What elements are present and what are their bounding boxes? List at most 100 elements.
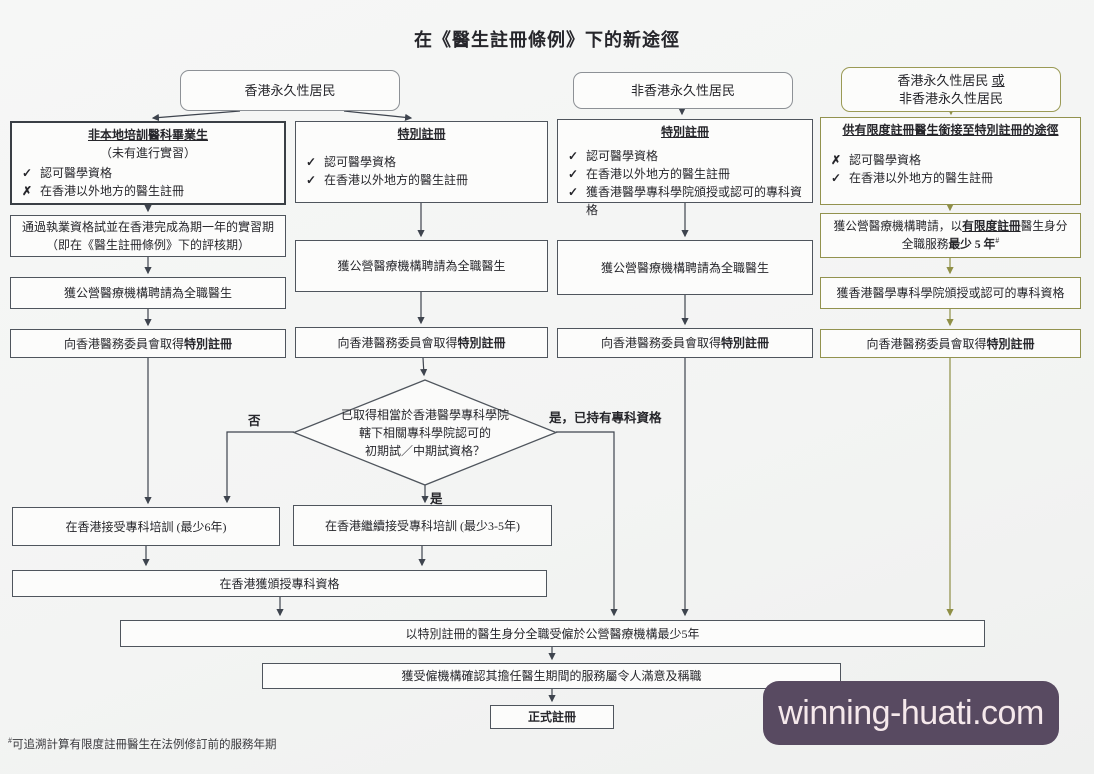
- box-employer-confirmation: 獲受僱機構確認其擔任醫生期間的服務屬令人滿意及稱職: [262, 663, 841, 689]
- mchk-prefix: 向香港醫務委員會取得: [63, 336, 184, 351]
- check-icon: ✓: [568, 185, 579, 199]
- item-text: 認可醫學資格: [324, 155, 397, 169]
- cross-icon: ✗: [831, 153, 842, 167]
- box-title: 特別註冊: [397, 127, 446, 141]
- item-text: 在香港以外地方的醫生註冊: [324, 173, 469, 187]
- item-text: 在香港以外地方的醫生註冊: [586, 167, 731, 181]
- service-line2-pre: 全職服務: [901, 237, 949, 251]
- exam-line2: （即在《醫生註冊條例》下的評核期）: [45, 238, 250, 252]
- box-licensing-exam-internship: 通過執業資格試並在香港完成為期一年的實習期 （即在《醫生註冊條例》下的評核期）: [10, 215, 286, 257]
- check-icon: ✓: [831, 171, 842, 185]
- box-text: 獲公營醫療機構聘請為全職醫生: [337, 259, 506, 273]
- mchk-prefix: 向香港醫務委員會取得: [337, 335, 458, 350]
- box-specialist-training-3-5y: 在香港繼續接受專科培訓 (最少3-5年): [293, 505, 552, 546]
- qualification-list: ✓認可醫學資格 ✗ 在香港以外地方的醫生註冊: [12, 164, 284, 200]
- decision-text: 已取得相當於香港醫學專科學院 轄下相關專科學院認可的 初期試／中期試資格？: [305, 404, 545, 462]
- decision-line3: 初期試／中期試資格？: [364, 444, 485, 458]
- mchk-prefix: 向香港醫務委員會取得: [600, 336, 721, 350]
- mchk-bold: 特別註冊: [721, 336, 770, 350]
- box-text: 獲公營醫療機構聘請，以有限度註冊醫生身分 全職服務最少 5 年#: [834, 218, 1068, 254]
- header-line1-main: 香港永久性居民: [897, 72, 989, 88]
- service-line1-post: 醫生身分: [1020, 219, 1068, 233]
- service-line1-pre: 獲公營醫療機構聘請，以: [833, 219, 963, 233]
- list-item: ✗ 認可醫學資格: [831, 151, 1074, 169]
- box-special-registration-col1: 向香港醫務委員會取得特別註冊: [10, 329, 286, 358]
- header-hk-permanent-resident: 香港永久性居民: [180, 70, 400, 111]
- mchk-bold: 特別註冊: [184, 336, 233, 351]
- list-item: ✓ 獲香港醫學專科學院頒授或認可的專科資格: [568, 183, 806, 219]
- header-label: 非香港永久性居民: [630, 82, 735, 98]
- box-title: 供有限度註冊醫生銜接至特別註冊的途徑: [842, 123, 1059, 137]
- item-text: 認可醫學資格: [849, 153, 922, 167]
- box-text: 向香港醫務委員會取得特別註冊: [866, 335, 1034, 353]
- cross-icon: ✗: [22, 184, 33, 198]
- box-specialist-qualification-hk: 在香港獲頒授專科資格: [12, 570, 547, 597]
- check-icon: ✓: [306, 173, 317, 187]
- box-text: 在香港接受專科培訓 (最少6年): [65, 519, 227, 534]
- box-limited-registration-pathway: 供有限度註冊醫生銜接至特別註冊的途徑 ✗ 認可醫學資格 ✓ 在香港以外地方的醫生註冊: [820, 117, 1081, 205]
- box-employed-public-col3: 獲公營醫療機構聘請為全職醫生: [557, 240, 813, 295]
- decision-lines: 已取得相當於香港醫學專科學院 轄下相關專科學院認可的 初期試／中期試資格？: [341, 406, 509, 460]
- list-item: ✓ 在香港以外地方的醫生註冊: [831, 169, 1074, 187]
- service-line2-bold: 最少 5 年: [948, 237, 996, 251]
- label-yes-specialist: 是，已持有專科資格: [549, 411, 662, 425]
- box-fulltime-public-5y: 以特別註冊的醫生身分全職受僱於公營醫療機構最少5年: [120, 620, 985, 647]
- mchk-prefix: 向香港醫務委員會取得: [866, 336, 987, 351]
- box-special-registration-entry-col2: 特別註冊 ✓認可醫學資格 ✓ 在香港以外地方的醫生註冊: [295, 121, 548, 203]
- box-full-registration: 正式註冊: [490, 705, 614, 729]
- footnote-marker-sup: #: [995, 236, 1000, 246]
- box-special-registration-col2: 向香港醫務委員會取得特別註冊: [295, 327, 548, 358]
- header-hk-or-non-hk-resident: 香港永久性居民 或 非香港永久性居民: [841, 67, 1061, 112]
- box-fellowship-qualification: 獲香港醫學專科學院頒授或認可的專科資格: [820, 277, 1081, 309]
- footnote-marker: #: [8, 736, 12, 746]
- qualification-list: ✓認可醫學資格 ✓在香港以外地方的醫生註冊 ✓獲香港醫學專科學院頒授或認可的專科…: [558, 147, 812, 219]
- item-text: 認可醫學資格: [40, 166, 113, 180]
- service-line1-bold: 有限度註冊: [962, 219, 1021, 233]
- box-text: 以特別註冊的醫生身分全職受僱於公營醫療機構最少5年: [405, 626, 700, 641]
- list-item: ✓ 在香港以外地方的醫生註冊: [306, 171, 541, 189]
- box-special-registration-col4: 向香港醫務委員會取得特別註冊: [820, 329, 1081, 358]
- header-label: 香港永久性居民: [244, 82, 336, 98]
- box-employed-public-col1: 獲公營醫療機構聘請為全職醫生: [10, 277, 286, 309]
- olive-connector-lines: [946, 108, 955, 617]
- box-text: 向香港醫務委員會取得特別註冊: [64, 335, 232, 353]
- box-non-local-graduate: 非本地培訓醫科畢業生 （未有進行實習） ✓認可醫學資格 ✗在香港以外地方的醫生註…: [10, 121, 286, 205]
- item-text: 在香港以外地方的醫生註冊: [40, 184, 185, 198]
- watermark-text: winning-huati.com: [778, 693, 1044, 732]
- box-text: 獲香港醫學專科學院頒授或認可的專科資格: [836, 286, 1065, 300]
- box-text: 獲公營醫療機構聘請為全職醫生: [600, 260, 769, 275]
- header-line2: 非香港永久性居民: [898, 90, 1003, 106]
- box-limited-registration-service: 獲公營醫療機構聘請，以有限度註冊醫生身分 全職服務最少 5 年#: [820, 213, 1081, 258]
- decision-diamond: [292, 379, 558, 486]
- item-text: 獲香港醫學專科學院頒授或認可的專科資格: [586, 185, 803, 217]
- box-special-registration-col3: 向香港醫務委員會取得特別註冊: [557, 328, 813, 358]
- box-text: 在香港繼續接受專科培訓 (最少3-5年): [325, 518, 520, 533]
- list-item: ✗ 在香港以外地方的醫生註冊: [22, 182, 278, 200]
- list-item: ✓認可醫學資格: [306, 153, 541, 171]
- item-text: 在香港以外地方的醫生註冊: [849, 171, 994, 185]
- box-text: 向香港醫務委員會取得特別註冊: [601, 334, 769, 352]
- check-icon: ✓: [568, 167, 579, 181]
- box-text: 正式註冊: [527, 710, 576, 724]
- box-text: 向香港醫務委員會取得特別註冊: [337, 334, 505, 352]
- header-non-hk-permanent-resident: 非香港永久性居民: [573, 72, 793, 109]
- exam-line1: 通過執業資格試並在香港完成為期一年的實習期: [21, 220, 274, 234]
- box-employed-public-col2: 獲公營醫療機構聘請為全職醫生: [295, 240, 548, 292]
- label-no: 否: [248, 414, 261, 428]
- footnote-text: 可追溯計算有限度註冊醫生在法例修訂前的服務年期: [12, 739, 277, 751]
- mchk-bold: 特別註冊: [457, 335, 506, 350]
- label-yes: 是: [430, 492, 443, 506]
- qualification-list: ✗ 認可醫學資格 ✓ 在香港以外地方的醫生註冊: [821, 151, 1080, 187]
- watermark-badge: winning-huati.com: [763, 681, 1059, 745]
- list-item: ✓認可醫學資格: [22, 164, 278, 182]
- box-subtitle: （未有進行實習）: [99, 146, 196, 160]
- list-item: ✓ 在香港以外地方的醫生註冊: [568, 165, 806, 183]
- box-text: 在香港獲頒授專科資格: [219, 576, 340, 591]
- decision-line1: 已取得相當於香港醫學專科學院: [340, 408, 509, 422]
- dark-connector-lines: [142, 108, 689, 703]
- header-line1: 香港永久性居民 或: [897, 72, 1004, 90]
- check-icon: ✓: [568, 149, 579, 163]
- box-title: 特別註冊: [660, 125, 709, 139]
